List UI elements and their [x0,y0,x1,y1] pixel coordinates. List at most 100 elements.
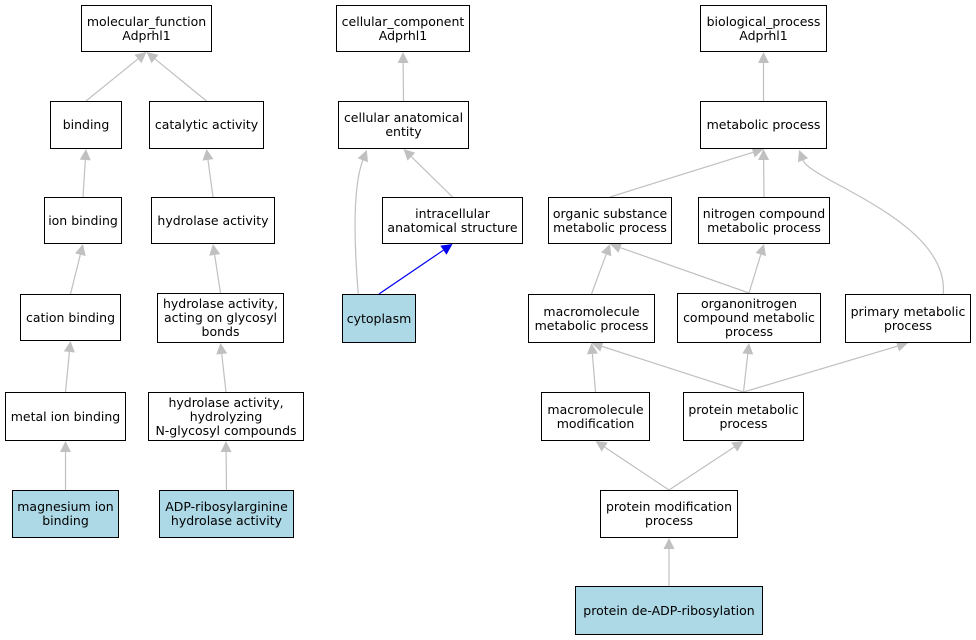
node-hydrolase-n-glycosyl[interactable]: hydrolase activity, hydrolyzing N-glycos… [148,392,304,441]
node-metal-ion-binding[interactable]: metal ion binding [5,392,126,441]
edge-line [69,254,81,295]
edge-arrowhead [216,343,228,355]
edge-line [591,353,597,393]
edge-ias-to-cae [403,149,453,198]
edge-de_adp-to-protein_mod [663,538,675,586]
node-protein-metabolic[interactable]: protein metabolic process [683,392,804,441]
edge-cytoplasm-to-cae [354,150,368,295]
edge-line [748,254,762,294]
edge-primary-to-metabolic [797,150,944,295]
edge-arrowhead [146,52,159,64]
edge-line [802,159,944,295]
edge-arrowhead [63,341,75,353]
edge-arrowhead [357,150,368,163]
edge-hydrolase_n-to-hydrolase_glyco [216,343,228,393]
edge-cation_binding-to-ion_binding [69,244,86,295]
node-cellular-anatomical-entity[interactable]: cellular anatomical entity [338,101,469,149]
node-adp-ribosylarginine-hydrolase[interactable]: ADP-ribosylarginine hydrolase activity [159,490,294,538]
edge-line [214,254,222,294]
edge-line [590,254,607,295]
node-magnesium-ion-binding[interactable]: magnesium ion binding [12,490,119,538]
edge-arrowhead [751,147,764,158]
node-biological-process[interactable]: biological_process Adprhl1 [700,5,827,52]
edge-metabolic-to-bp [758,52,769,101]
edge-macro_met-to-organic [590,244,612,295]
edge-line [82,159,86,198]
edge-line [620,247,750,294]
edge-line [378,249,444,295]
node-protein-modification-process[interactable]: protein modification process [600,490,738,538]
node-molecular-function[interactable]: molecular_function Adprhl1 [81,5,212,52]
edge-arrowhead [742,343,754,355]
node-protein-de-adp-ribosylation[interactable]: protein de-ADP-ribosylation [575,586,763,635]
edge-mg_ion-to-metal_ion [60,441,71,490]
edge-protein_mod-to-macro_mod [595,441,670,491]
edge-arrowhead [610,242,623,253]
edge-protein_met-to-primary [743,340,908,393]
edge-protein_met-to-organonitrogen [742,343,754,393]
edge-arrowhead [797,150,809,163]
node-cellular-component[interactable]: cellular_component Adprhl1 [336,5,470,52]
edge-arrowhead [397,52,409,64]
edge-line [742,353,749,393]
edge-line [207,159,214,198]
edge-macro_mod-to-macro_met [586,343,598,393]
node-organic-substance-metabolic[interactable]: organic substance metabolic process [548,197,672,244]
edge-protein_mod-to-protein_met [668,441,744,491]
edge-catalytic-to-mf [146,52,207,102]
node-nitrogen-compound-metabolic[interactable]: nitrogen compound metabolic process [698,197,830,244]
node-hydrolase-glycosyl[interactable]: hydrolase activity, acting on glycosyl b… [157,293,284,343]
node-organonitrogen-compound-metabolic[interactable]: organonitrogen compound metabolic proces… [677,293,821,343]
edge-arrowhead [586,343,598,355]
edge-line [668,446,735,491]
edge-line [601,345,744,393]
edge-arrowhead [755,244,767,257]
node-cytoplasm[interactable]: cytoplasm [342,294,416,343]
edge-line [221,353,227,393]
edge-arrowhead [758,149,770,161]
edge-arrowhead [60,441,71,452]
edge-arrowhead [895,340,908,352]
edge-arrowhead [595,441,608,452]
edge-line [604,446,670,491]
edge-arrowhead [758,52,769,63]
edge-arrowhead [209,244,221,256]
node-primary-metabolic[interactable]: primary metabolic process [845,294,971,343]
edge-line [64,351,71,393]
edge-arrowhead [403,149,416,161]
node-macromolecule-metabolic[interactable]: macromolecule metabolic process [528,294,655,343]
edge-ion_binding-to-binding [79,149,91,198]
node-hydrolase-activity[interactable]: hydrolase activity [151,197,275,244]
edge-arrowhead [74,244,86,257]
edge-binding-to-mf [85,52,147,102]
edge-nitrogen-to-metabolic [758,149,770,198]
node-ion-binding[interactable]: ion binding [44,197,122,244]
edge-hydrolase-to-catalytic [202,149,214,198]
edge-metal_ion-to-cation_binding [63,341,75,393]
edge-protein_met-to-macro_met [591,341,744,393]
edge-hydrolase_glyco-to-hydrolase [209,244,222,294]
node-metabolic-process[interactable]: metabolic process [700,101,827,149]
edge-arrowhead [663,538,675,549]
edge-adp_arg-to-hydrolase_n [220,441,232,491]
edge-line [85,58,139,102]
edge-arrowhead [134,52,147,64]
edge-organonitrogen-to-organic [610,242,750,294]
edge-arrowhead [79,149,91,161]
node-cation-binding[interactable]: cation binding [20,294,121,341]
edge-line [410,156,453,198]
edge-arrowhead [591,341,604,352]
edge-line [743,345,898,393]
edge-organic-to-metabolic [609,147,764,198]
edge-line [609,151,754,198]
edge-arrowhead [601,244,612,257]
node-catalytic-activity[interactable]: catalytic activity [149,101,264,149]
edge-arrowhead [440,244,453,255]
edge-arrowhead [202,149,214,161]
edge-arrowhead [220,441,232,453]
node-intracellular-anatomical-structure[interactable]: intracellular anatomical structure [382,197,523,244]
node-binding[interactable]: binding [50,101,122,149]
node-macromolecule-modification[interactable]: macromolecule modification [541,392,650,441]
